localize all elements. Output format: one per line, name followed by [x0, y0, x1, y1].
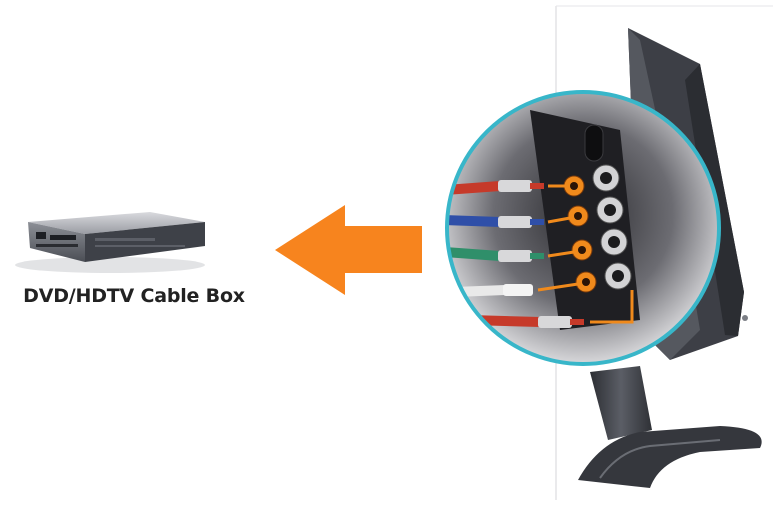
ports-zoom-circle: [445, 92, 719, 364]
arrow-left-icon: [275, 205, 422, 295]
device-label: DVD/HDTV Cable Box: [0, 285, 268, 307]
cable-box-icon: [15, 212, 205, 273]
